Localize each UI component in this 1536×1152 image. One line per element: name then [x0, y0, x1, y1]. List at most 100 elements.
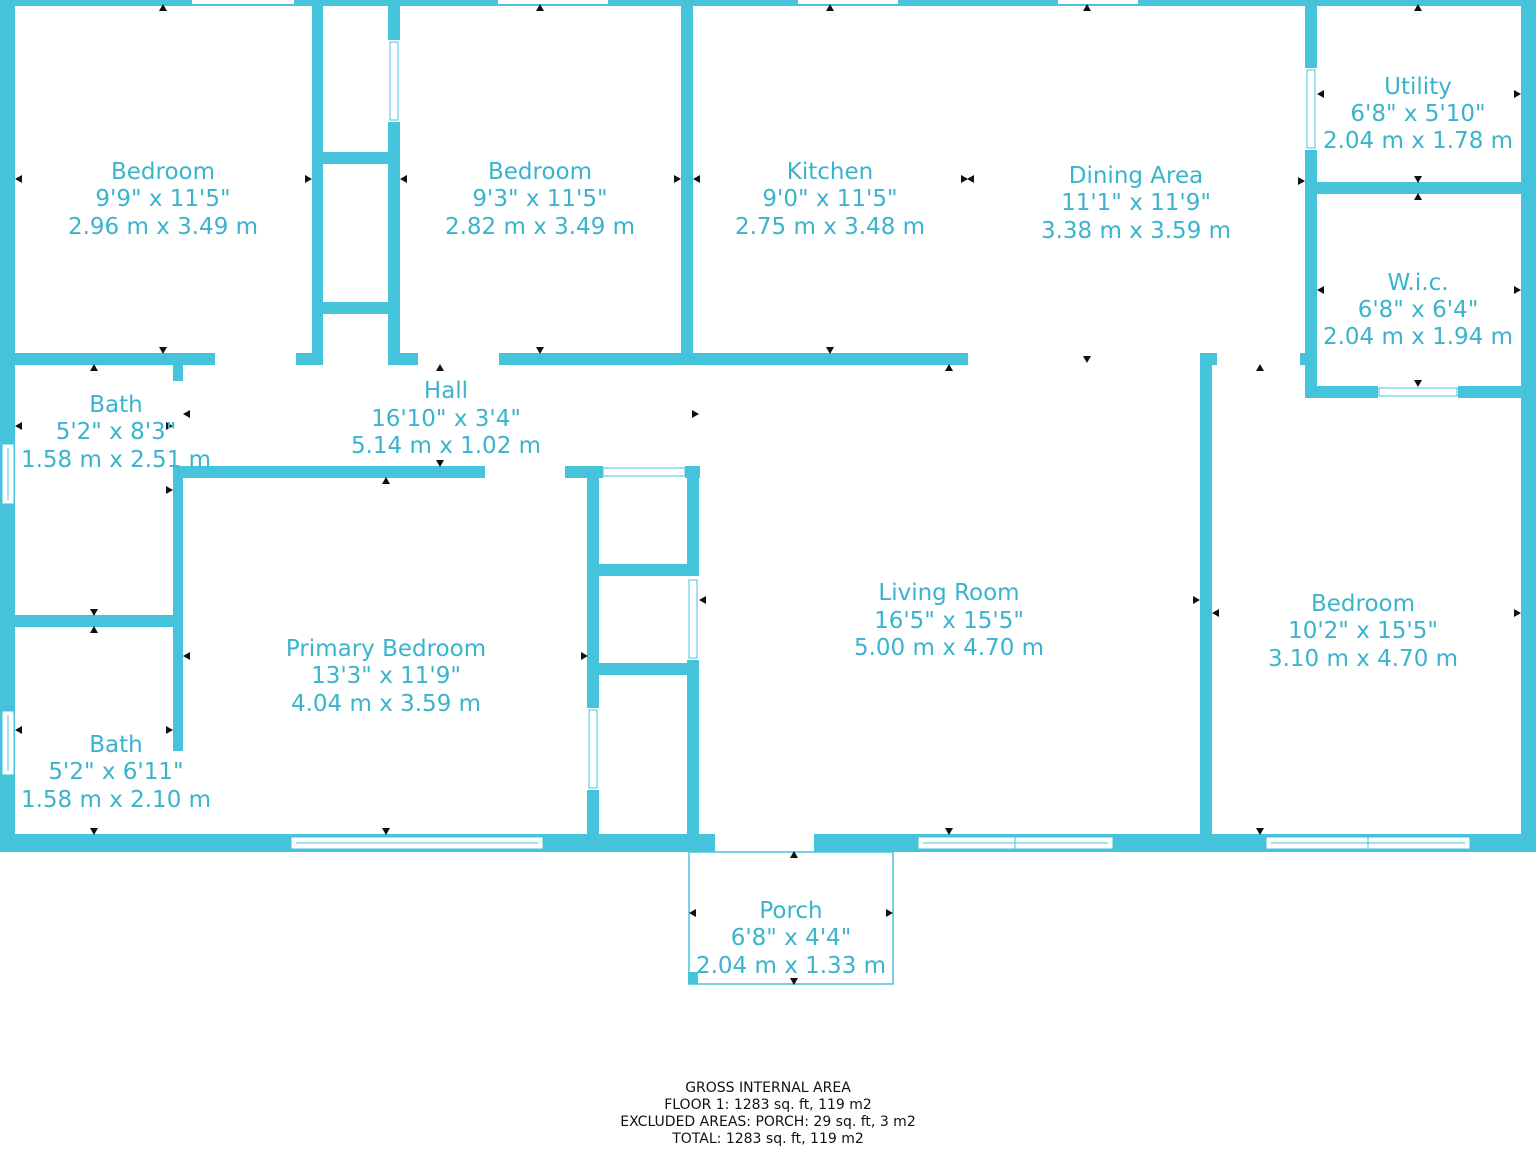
- wall: [0, 0, 15, 852]
- wall: [173, 466, 183, 751]
- area-total: TOTAL: 1283 sq. ft, 119 m2: [671, 1131, 864, 1147]
- wall: [173, 466, 485, 478]
- wall: [1305, 150, 1317, 398]
- wall: [587, 663, 699, 675]
- dimension-marker: [1514, 90, 1521, 98]
- wall: [1458, 386, 1536, 398]
- room-name: Primary Bedroom: [286, 636, 486, 662]
- room-imperial: 9'9" x 11'5": [95, 186, 230, 212]
- window: [498, 0, 608, 4]
- dimension-marker: [15, 175, 22, 183]
- room-imperial: 6'8" x 4'4": [731, 925, 852, 951]
- area-excluded: EXCLUDED AREAS: PORCH: 29 sq. ft, 3 m2: [620, 1114, 915, 1130]
- room-metric: 2.04 m x 1.33 m: [696, 953, 886, 979]
- wall: [312, 0, 323, 363]
- dimension-marker: [183, 410, 190, 418]
- room-imperial: 16'10" x 3'4": [371, 406, 521, 432]
- room-imperial: 11'1" x 11'9": [1061, 190, 1211, 216]
- dimension-marker: [1083, 4, 1091, 11]
- room-imperial: 5'2" x 6'11": [48, 759, 183, 785]
- dimension-marker: [382, 477, 390, 484]
- room-metric: 2.96 m x 3.49 m: [68, 214, 258, 240]
- dimension-marker: [790, 851, 798, 858]
- room-imperial: 9'3" x 11'5": [472, 186, 607, 212]
- dimension-marker: [1317, 286, 1324, 294]
- dimension-marker: [945, 828, 953, 835]
- wall: [587, 564, 699, 576]
- dimension-marker: [166, 726, 173, 734]
- dimension-marker: [1414, 176, 1422, 183]
- room-metric: 2.04 m x 1.78 m: [1323, 128, 1513, 154]
- wall: [0, 0, 1536, 6]
- room-metric: 3.10 m x 4.70 m: [1268, 646, 1458, 672]
- dimension-marker: [183, 652, 190, 660]
- window: [798, 0, 898, 4]
- dimension-marker: [689, 909, 696, 917]
- dimension-marker: [967, 175, 974, 183]
- dimension-marker: [536, 347, 544, 354]
- room-primary-bedroom: Primary Bedroom 13'3" x 11'9" 4.04 m x 3…: [286, 636, 486, 717]
- wall: [1305, 386, 1378, 398]
- room-imperial: 6'8" x 5'10": [1350, 101, 1485, 127]
- dimension-marker: [1317, 90, 1324, 98]
- dimension-marker: [1212, 609, 1219, 617]
- room-imperial: 16'5" x 15'5": [874, 608, 1024, 634]
- room-bedroom-nw: Bedroom 9'9" x 11'5" 2.96 m x 3.49 m: [68, 159, 258, 240]
- room-bath-lower: Bath 5'2" x 6'11" 1.58 m x 2.10 m: [21, 732, 211, 813]
- dimension-marker: [826, 347, 834, 354]
- room-name: W.i.c.: [1387, 270, 1448, 296]
- dimension-marker: [1193, 596, 1200, 604]
- area-summary: GROSS INTERNAL AREA FLOOR 1: 1283 sq. ft…: [620, 1080, 915, 1147]
- dimension-marker: [305, 175, 312, 183]
- dimension-marker: [790, 978, 798, 985]
- room-name: Utility: [1384, 74, 1452, 100]
- dimension-marker: [674, 175, 681, 183]
- dimension-marker: [945, 364, 953, 371]
- room-name: Porch: [759, 898, 822, 924]
- dimension-marker: [961, 175, 968, 183]
- wall: [587, 790, 599, 852]
- room-metric: 5.00 m x 4.70 m: [854, 635, 1044, 661]
- wall: [499, 353, 968, 365]
- dimension-markers: [15, 4, 1521, 985]
- dimension-marker: [166, 422, 173, 430]
- closet-door: [588, 709, 598, 789]
- dimension-marker: [1414, 4, 1422, 11]
- wall: [688, 972, 698, 984]
- dimension-marker: [159, 4, 167, 11]
- dimension-marker: [15, 726, 22, 734]
- dimension-marker: [436, 364, 444, 371]
- room-bedroom-e: Bedroom 10'2" x 15'5" 3.10 m x 4.70 m: [1268, 591, 1458, 672]
- wall: [681, 0, 693, 363]
- porch-outline: [688, 851, 894, 985]
- wall: [296, 353, 323, 365]
- doorway: [715, 834, 814, 852]
- room-name: Bedroom: [1311, 591, 1415, 617]
- wall: [388, 0, 400, 40]
- room-name: Bedroom: [488, 159, 592, 185]
- dimension-marker: [15, 422, 22, 430]
- room-name: Bath: [89, 732, 142, 758]
- dimension-marker: [90, 609, 98, 616]
- room-bath-upper: Bath 5'2" x 8'3" 1.58 m x 2.51 m: [21, 392, 211, 473]
- closet-door: [1378, 387, 1458, 397]
- dimension-marker: [1514, 286, 1521, 294]
- dimension-marker: [382, 828, 390, 835]
- dimension-marker: [1298, 177, 1305, 185]
- room-living-room: Living Room 16'5" x 15'5" 5.00 m x 4.70 …: [854, 580, 1044, 661]
- room-metric: 3.38 m x 3.59 m: [1041, 218, 1231, 244]
- room-name: Hall: [424, 378, 468, 404]
- room-imperial: 9'0" x 11'5": [762, 186, 897, 212]
- room-metric: 2.75 m x 3.48 m: [735, 214, 925, 240]
- room-metric: 4.04 m x 3.59 m: [291, 691, 481, 717]
- wall: [312, 152, 400, 164]
- windows: [1, 41, 1471, 850]
- room-metric: 5.14 m x 1.02 m: [351, 433, 541, 459]
- room-metric: 2.04 m x 1.94 m: [1323, 324, 1513, 350]
- wall: [687, 466, 699, 576]
- wall: [0, 615, 183, 627]
- dimension-marker: [166, 486, 173, 494]
- room-porch: Porch 6'8" x 4'4" 2.04 m x 1.33 m: [696, 898, 886, 979]
